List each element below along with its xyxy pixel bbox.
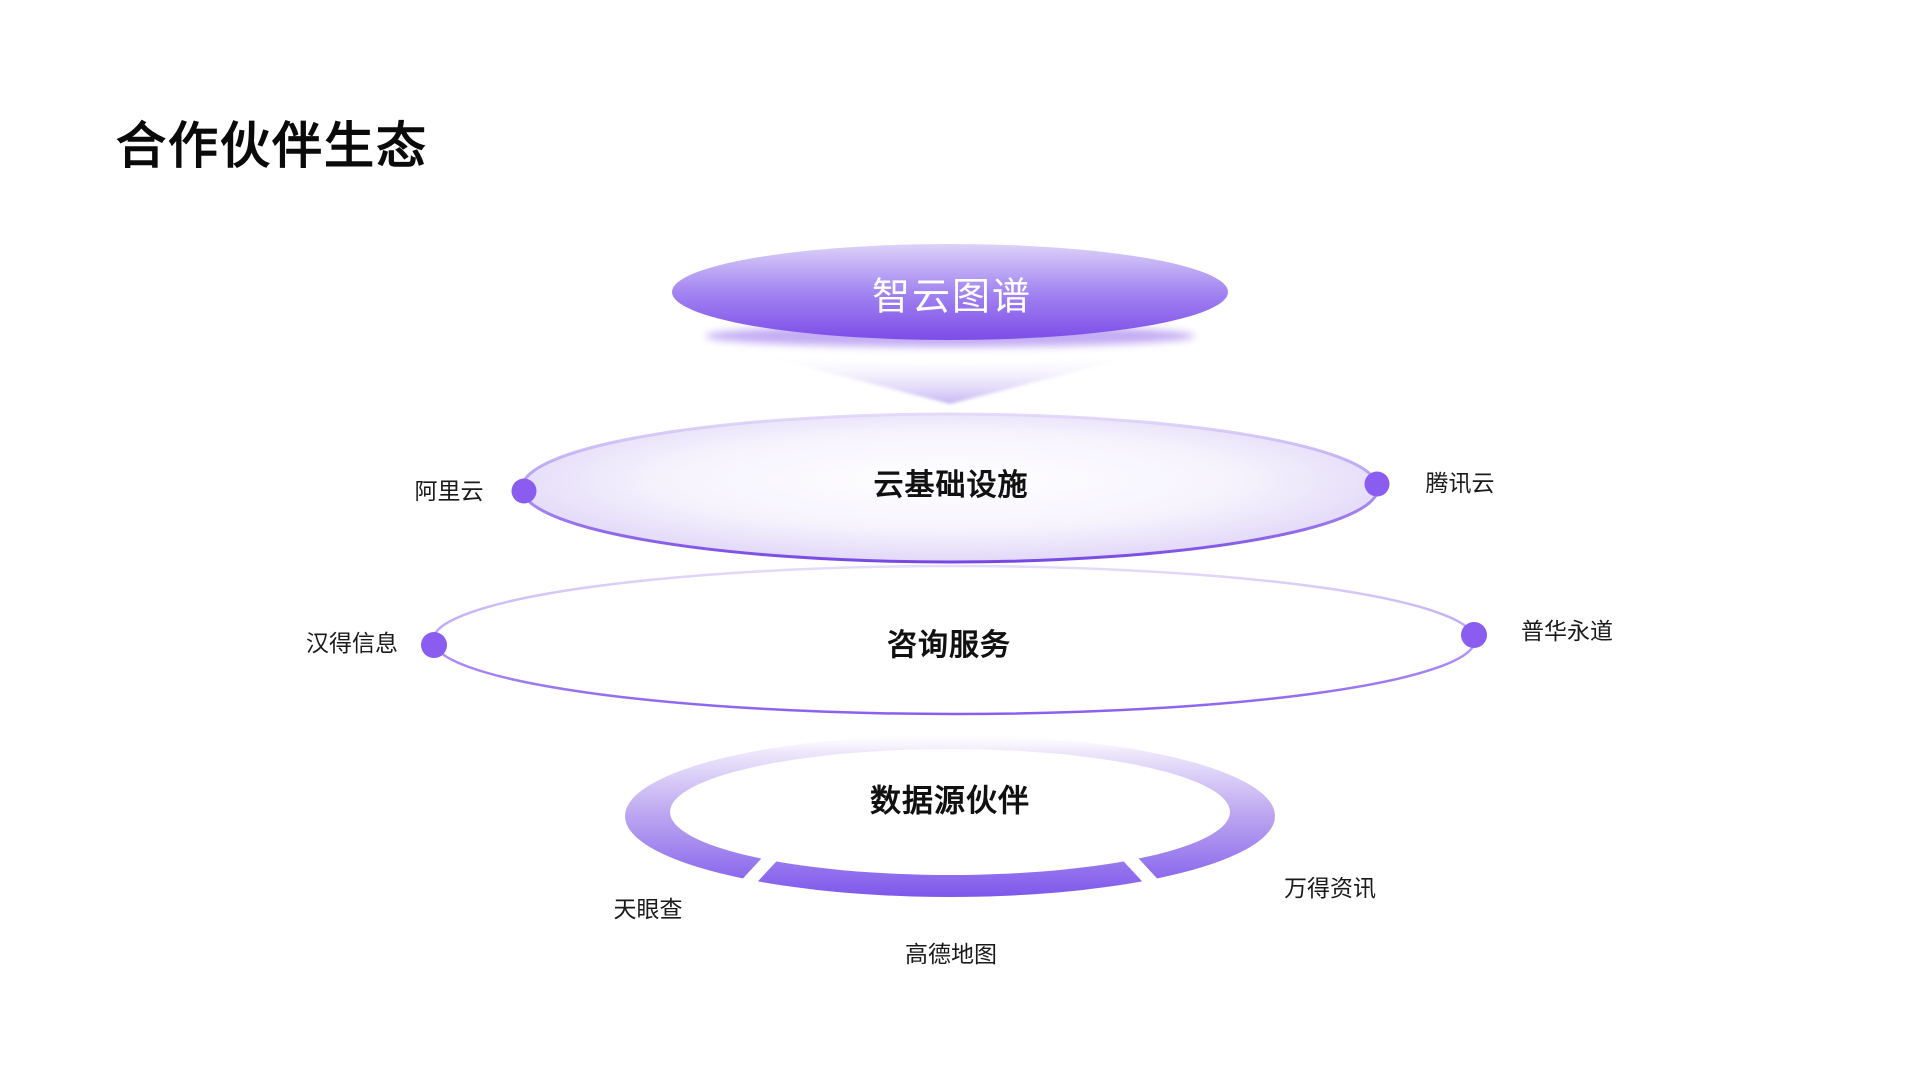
top-ellipse: [672, 244, 1228, 340]
ring-gap-right: [1115, 843, 1164, 895]
dot-tencent: [1364, 471, 1390, 497]
partner-label-gaode: 高德地图: [905, 941, 997, 967]
partner-label-aliyun: 阿里云: [414, 478, 484, 504]
partner-label-hand: 汉得信息: [306, 630, 398, 656]
page-title: 合作伙伴生态: [116, 118, 428, 174]
partner-label-tencent: 腾讯云: [1425, 470, 1495, 496]
dot-hand: [421, 632, 447, 658]
data-source-ring: [625, 735, 1275, 897]
dot-aliyun: [511, 478, 537, 504]
partner-label-tianyancha: 天眼查: [613, 896, 683, 922]
data-ring-inner: [670, 749, 1230, 875]
down-arrow: [748, 352, 1152, 404]
layer-title-data-source: 数据源伙伴: [870, 783, 1030, 819]
center-node-label: 智云图谱: [871, 276, 1033, 319]
ring-gap-left: [736, 843, 785, 895]
partner-label-wind: 万得资讯: [1284, 875, 1376, 901]
layer-title-cloud-infrastructure: 云基础设施: [873, 469, 1029, 502]
layer-title-consulting: 咨询服务: [887, 629, 1011, 662]
dot-pwc: [1461, 622, 1487, 648]
partner-label-pwc: 普华永道: [1521, 618, 1613, 644]
